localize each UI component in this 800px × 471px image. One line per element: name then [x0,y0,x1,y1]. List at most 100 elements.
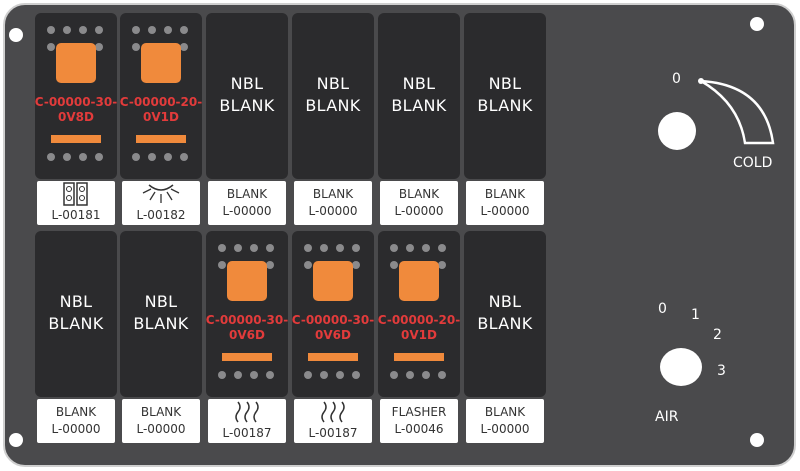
air-label: AIR [655,409,679,425]
switch-code: C-00000-30-0V6D [205,313,289,342]
nbl-line: NBL [488,74,522,93]
label-code: L-00000 [222,204,272,218]
switch-label-plate: L-00187 [208,399,286,443]
switch-label-plate: L-00182 [122,181,200,225]
indicator-dot [148,153,156,161]
air-knob[interactable] [660,348,702,386]
indicator-dot [390,244,398,252]
cold-label: COLD [733,155,773,171]
indicator-dot [79,26,87,34]
indicator-dot [438,261,446,269]
indicator-dot [422,244,430,252]
indicator-dot [406,371,414,379]
status-bar [394,353,444,361]
cold-arc-icon [698,78,775,145]
indicator-dot [266,371,274,379]
indicator-dot [47,153,55,161]
label-text: BLANK [398,187,440,201]
label-code: L-00000 [51,422,101,436]
status-bar [308,353,358,361]
led-indicator [56,43,96,83]
indicator-dot [148,26,156,34]
label-code: L-00000 [136,422,186,436]
nbl-line: NBL [316,74,350,93]
label-code: L-00000 [480,422,530,436]
indicator-dot [336,371,344,379]
double-lamp-icon [63,182,88,206]
indicator-dot [266,244,274,252]
nbl-line: NBL [59,292,93,311]
indicator-dot [406,244,414,252]
indicator-dot [95,153,103,161]
led-indicator [399,261,439,301]
air-pos-3: 3 [717,363,726,379]
led-indicator [141,43,181,83]
label-code: L-00187 [308,426,358,440]
indicator-dot [180,43,188,51]
led-indicator [313,261,353,301]
label-text: BLANK [140,405,182,419]
indicator-dot [250,244,258,252]
label-code: L-00181 [51,208,101,222]
heat-waves-icon [235,401,259,423]
label-text: BLANK [226,187,268,201]
switch-code: C-00000-20-0V1D [119,95,203,124]
status-bar [222,353,272,361]
blank-line: BLANK [477,314,533,333]
blank-line: BLANK [305,96,361,115]
indicator-dot [390,261,398,269]
indicator-dot [164,26,172,34]
air-pos-1: 1 [691,307,700,323]
indicator-dot [250,371,258,379]
heat-waves-icon [321,401,345,423]
indicator-dot [336,244,344,252]
air-pos-2: 2 [713,327,722,343]
indicator-dot [352,244,360,252]
indicator-dot [132,26,140,34]
indicator-dot [180,26,188,34]
rocker-switch-tile[interactable]: C-00000-30-0V8D L-00181 [35,13,117,225]
blank-line: BLANK [391,96,447,115]
indicator-dot [132,153,140,161]
indicator-dot [218,261,226,269]
indicator-dot [63,26,71,34]
rocker-switch-tile[interactable]: C-00000-20-0V1D L-00182 [120,13,202,225]
indicator-dot [47,26,55,34]
status-bar [51,135,101,143]
air-pos-0: 0 [658,301,667,317]
temperature-knob[interactable] [658,112,696,150]
indicator-dot [234,371,242,379]
label-text: BLANK [484,187,526,201]
label-code: L-00046 [394,422,444,436]
indicator-dot [95,43,103,51]
indicator-dot [79,153,87,161]
switch-label-plate: L-00187 [294,399,372,443]
blank-plug-text: NBL BLANK [292,73,374,117]
switch-label-plate: BLANK L-00000 [122,399,200,443]
switch-label-plate: BLANK L-00000 [208,181,286,225]
rocker-switch-tile[interactable]: C-00000-30-0V6D L-00187 [206,231,288,443]
blank-line: BLANK [477,96,533,115]
blank-line: BLANK [133,314,189,333]
switch-code: C-00000-30-0V8D [34,95,118,124]
label-text: BLANK [55,405,97,419]
indicator-dot [47,43,55,51]
